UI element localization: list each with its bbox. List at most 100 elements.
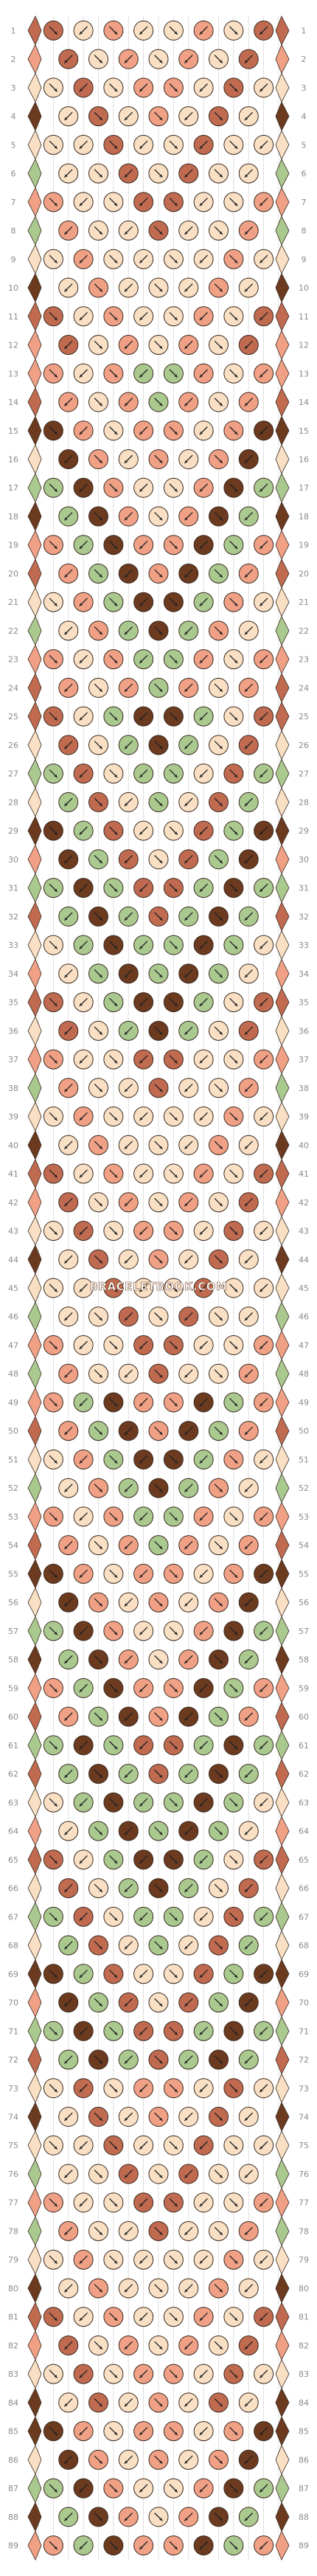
knot-arrow-head: [54, 717, 58, 721]
row-number-left: 42: [8, 1198, 18, 1208]
knot-arrow-head: [184, 1260, 188, 1264]
knot-arrow-head: [245, 2460, 248, 2464]
knot-arrow-head: [184, 2060, 188, 2064]
knot: [163, 706, 184, 727]
edge-thread-left: [27, 1244, 42, 1275]
knot-arrow-head: [80, 1060, 83, 1064]
knot: [178, 2049, 199, 2070]
knot: [148, 221, 169, 241]
knot: [223, 20, 244, 41]
knot-arrow-head: [245, 1774, 248, 1778]
knot-arrow-head: [245, 1146, 248, 1149]
knot-arrow-head: [219, 117, 223, 120]
row-number-right: 87: [299, 2484, 309, 2493]
knot: [148, 1192, 169, 1213]
knot: [88, 2507, 108, 2527]
knot-arrow-head: [139, 1117, 143, 1121]
knot: [73, 2421, 94, 2442]
knot-arrow-head: [125, 917, 128, 921]
knot-arrow-head: [184, 2403, 188, 2406]
knot-arrow-head: [219, 2117, 223, 2121]
knot: [163, 649, 184, 670]
knot-arrow-head: [245, 1317, 248, 1320]
row-number-right: 26: [299, 741, 309, 750]
knot: [163, 77, 184, 98]
knot: [254, 306, 274, 327]
knot: [163, 249, 184, 269]
knot: [133, 1621, 154, 1641]
knot-arrow-head: [234, 145, 237, 149]
knot: [148, 49, 169, 69]
knot: [209, 620, 229, 641]
knot-arrow-head: [139, 2375, 143, 2378]
knot: [88, 849, 108, 870]
knot-arrow-head: [54, 1003, 58, 1006]
edge-thread-left: [27, 901, 42, 932]
knot-arrow-head: [259, 888, 263, 892]
knot-arrow-head: [139, 488, 143, 492]
edge-thread-right: [275, 44, 290, 75]
knot: [238, 1706, 259, 1727]
knot: [73, 1278, 94, 1298]
knot-arrow-head: [259, 545, 263, 549]
edge-thread-right: [275, 1530, 290, 1560]
edge-thread-right: [275, 2445, 290, 2475]
knot-arrow-head: [139, 1745, 143, 1749]
knot-arrow-head: [125, 688, 128, 692]
knot-arrow-head: [125, 174, 128, 178]
knot: [238, 1306, 259, 1327]
knot: [163, 1449, 184, 1469]
knot-arrow-head: [234, 2088, 237, 2092]
knot: [58, 2392, 79, 2413]
knot: [88, 735, 108, 755]
knot-arrow-head: [139, 2317, 143, 2321]
knot: [254, 1792, 274, 1812]
knot-arrow-head: [234, 1974, 237, 1978]
knot: [58, 106, 79, 127]
knot-arrow-head: [125, 1260, 128, 1264]
knot: [223, 1677, 244, 1698]
knot-arrow-head: [200, 374, 203, 378]
knot-arrow-head: [114, 545, 117, 549]
knot-arrow-head: [234, 1174, 237, 1178]
knot-arrow-head: [139, 717, 143, 721]
edge-thread-right: [275, 2015, 290, 2046]
knot-arrow-head: [159, 917, 162, 921]
knot: [254, 2307, 274, 2327]
knot: [73, 2135, 94, 2156]
knot: [238, 2049, 259, 2070]
knot-arrow-head: [234, 1745, 237, 1749]
edge-thread-left: [27, 272, 42, 303]
knot-arrow-head: [184, 1660, 188, 1663]
knot-arrow-head: [219, 859, 223, 863]
knot-arrow-head: [245, 231, 248, 235]
knot: [148, 1821, 169, 1841]
knot: [178, 1192, 199, 1213]
knot-arrow-head: [125, 974, 128, 977]
knot-arrow-head: [139, 1060, 143, 1064]
knot-arrow-head: [80, 831, 83, 835]
knot-arrow-head: [184, 631, 188, 634]
knot-arrow-head: [219, 60, 223, 63]
knot-arrow-head: [174, 1689, 178, 1692]
knot-arrow-head: [174, 88, 178, 91]
knot-arrow-head: [64, 231, 68, 235]
knot: [223, 2364, 244, 2384]
row-number-right: 17: [299, 483, 309, 493]
knot-arrow-head: [174, 316, 178, 320]
knot-arrow-head: [259, 717, 263, 721]
knot-arrow-head: [114, 488, 117, 492]
knot: [223, 2135, 244, 2156]
knot-arrow-head: [200, 1289, 203, 1292]
knot: [73, 1163, 94, 1184]
knot: [43, 1906, 63, 1927]
knot: [238, 1249, 259, 1270]
row-number-left: 3: [11, 83, 16, 93]
knot-arrow-head: [200, 1631, 203, 1635]
knot-arrow-head: [54, 1231, 58, 1235]
knot: [223, 2478, 244, 2499]
knot: [133, 1392, 154, 1413]
knot: [118, 2507, 139, 2527]
knot: [163, 20, 184, 41]
knot: [133, 2535, 154, 2556]
